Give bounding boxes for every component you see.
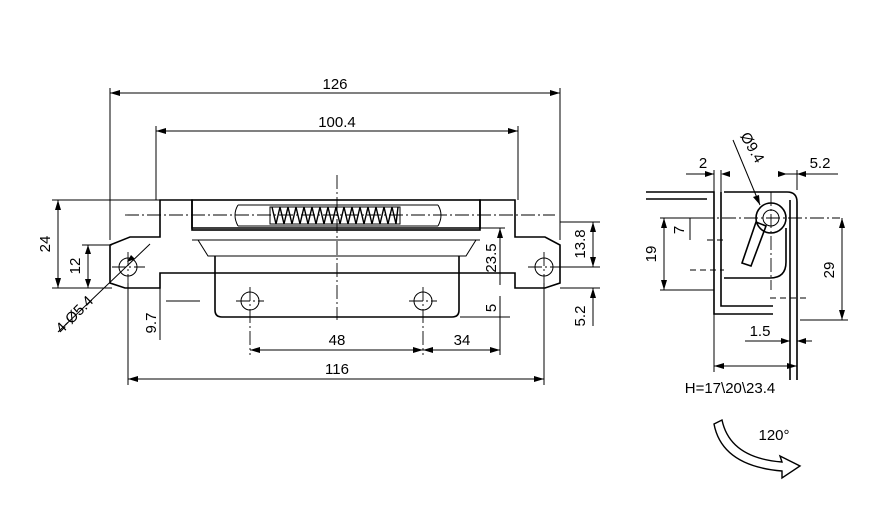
side-view: 2 Ø9.4 5.2 7 19 29 1.5 xyxy=(643,129,848,480)
dim-23-5: 23.5 xyxy=(483,243,500,272)
dim-13-8: 13.8 xyxy=(572,229,589,258)
fixed-leaf xyxy=(646,191,773,315)
front-view: 126 100.4 24 12 4-Ø5.4 9.7 xyxy=(37,76,600,385)
mounting-plate xyxy=(109,199,561,289)
rotation-angle: 120° xyxy=(758,427,789,444)
moving-leaf xyxy=(724,191,798,380)
dim-2: 2 xyxy=(699,155,707,172)
dim-9-7: 9.7 xyxy=(143,313,160,334)
dim-126: 126 xyxy=(322,76,347,93)
dim-29: 29 xyxy=(821,262,838,279)
dim-7: 7 xyxy=(671,226,688,234)
spring-coil xyxy=(271,206,399,225)
rotation-arrow-icon xyxy=(713,418,802,480)
dim-1-5: 1.5 xyxy=(750,323,771,340)
dim-12: 12 xyxy=(67,258,84,275)
dim-24: 24 xyxy=(37,236,54,253)
dim-5-2-front: 5.2 xyxy=(572,306,589,327)
torsion-arm xyxy=(740,220,768,268)
dim-34: 34 xyxy=(454,332,471,349)
dim-holes: 4-Ø5.4 xyxy=(53,293,97,337)
dim-5-2-side: 5.2 xyxy=(810,155,831,172)
dim-19: 19 xyxy=(643,246,660,263)
dim-5: 5 xyxy=(483,304,500,312)
height-note: H=17\20\23.4 xyxy=(685,380,776,397)
dim-48: 48 xyxy=(329,332,346,349)
dim-100-4: 100.4 xyxy=(318,114,356,131)
dim-116: 116 xyxy=(325,361,349,378)
